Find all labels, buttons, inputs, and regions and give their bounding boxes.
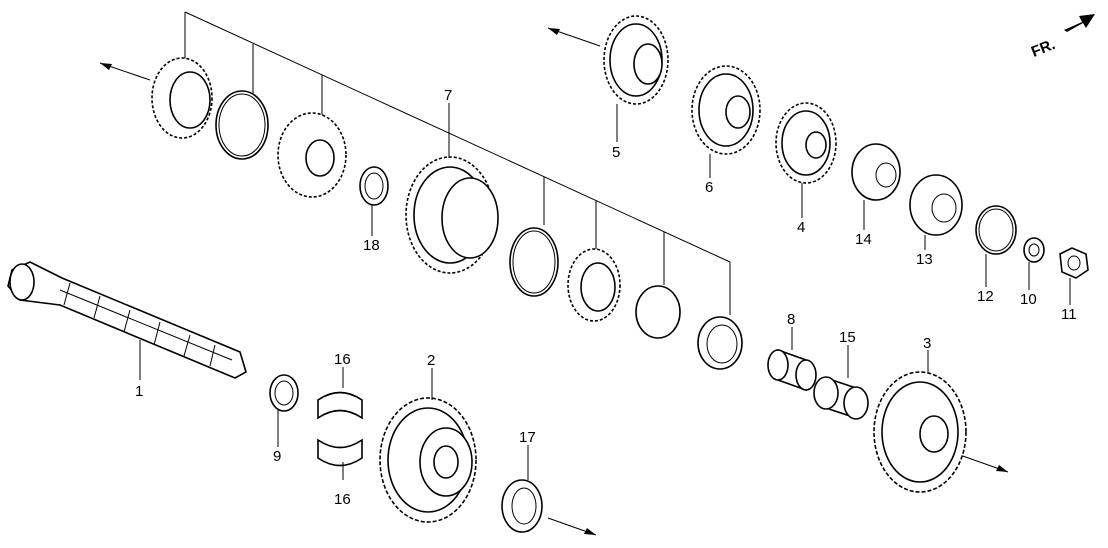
callout-6: 6 bbox=[705, 179, 713, 196]
thrust-washer-part-18 bbox=[359, 166, 389, 206]
synchro-sleeve-part bbox=[405, 156, 499, 274]
front-direction-indicator: FR. bbox=[1029, 14, 1095, 61]
needle-bearing-part bbox=[813, 376, 869, 420]
callout-11: 11 bbox=[1061, 306, 1077, 323]
callout-10: 10 bbox=[1020, 291, 1037, 308]
callout-13: 13 bbox=[916, 251, 933, 268]
ball-bearing-part-13 bbox=[909, 174, 963, 236]
axis-arrows bbox=[99, 27, 1009, 536]
front-direction-label: FR. bbox=[1029, 36, 1058, 61]
synchro-ring-part bbox=[151, 57, 213, 139]
locknut-part-11 bbox=[1059, 247, 1089, 279]
outer-synchro-ring-part bbox=[697, 316, 743, 370]
callout-3: 3 bbox=[923, 335, 931, 352]
callout-9: 9 bbox=[273, 448, 281, 465]
third-gear-part bbox=[873, 371, 967, 493]
snap-ring-part-12 bbox=[975, 205, 1017, 255]
mainshaft-part bbox=[7, 261, 247, 379]
countershaft-gear-part bbox=[379, 397, 477, 523]
snap-ring-part bbox=[215, 90, 269, 160]
callout-8: 8 bbox=[787, 311, 795, 328]
thrust-washer-part-17 bbox=[501, 479, 543, 533]
callout-18: 18 bbox=[363, 237, 380, 254]
callout-leaders bbox=[139, 103, 1071, 480]
front-arrow-icon bbox=[1064, 14, 1095, 32]
callout-1: 1 bbox=[135, 383, 143, 400]
fourth-gear-part bbox=[775, 102, 837, 184]
thrust-washer-part-9 bbox=[269, 374, 299, 412]
callout-labels: 1 2 3 4 5 6 7 8 9 10 11 12 13 14 15 16 1… bbox=[135, 87, 1077, 508]
callout-16-lower: 16 bbox=[334, 491, 351, 508]
callout-12: 12 bbox=[977, 288, 994, 305]
bracket-lines bbox=[184, 11, 731, 315]
callout-2: 2 bbox=[427, 352, 435, 369]
distance-collar-part bbox=[767, 348, 817, 392]
snap-ring-middle-part bbox=[509, 227, 559, 297]
ball-bearing-part-14 bbox=[851, 143, 901, 201]
callout-15: 15 bbox=[839, 329, 856, 346]
washer-part-10 bbox=[1023, 237, 1045, 263]
callout-14: 14 bbox=[855, 231, 872, 248]
synchro-ring-middle-part bbox=[567, 248, 621, 322]
needle-bearing-half-upper bbox=[317, 391, 363, 420]
sixth-gear-part bbox=[691, 65, 761, 155]
synchro-hub-part bbox=[277, 112, 347, 198]
callout-17: 17 bbox=[519, 429, 536, 446]
callout-7: 7 bbox=[444, 87, 452, 104]
callout-5: 5 bbox=[612, 144, 620, 161]
synchro-cone-part bbox=[635, 285, 681, 339]
callout-4: 4 bbox=[797, 219, 805, 236]
callout-16-upper: 16 bbox=[334, 351, 351, 368]
needle-bearing-half-lower bbox=[317, 438, 363, 467]
fifth-gear-part bbox=[603, 15, 669, 105]
